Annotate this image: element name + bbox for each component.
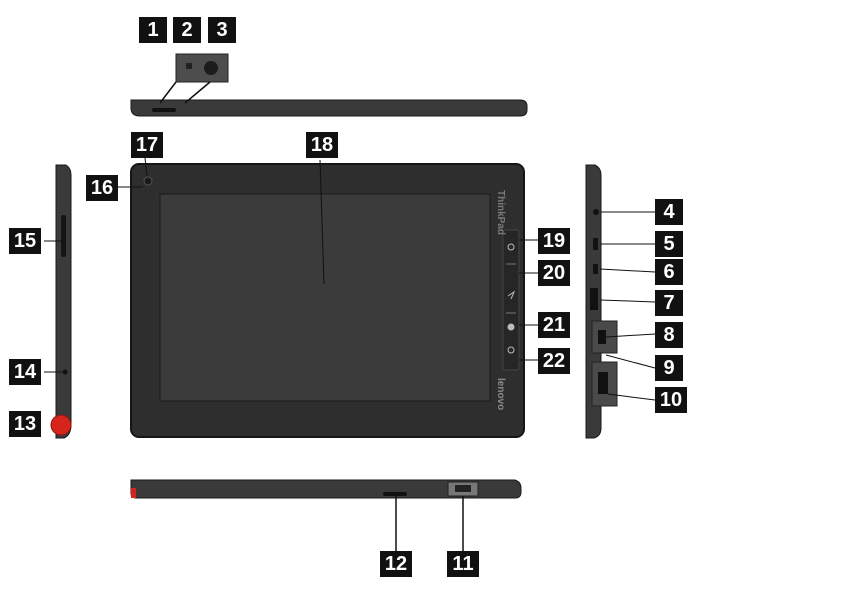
callout-15: 15 xyxy=(9,228,41,254)
callout-2: 2 xyxy=(173,17,201,43)
callout-4: 4 xyxy=(655,199,683,225)
callout-6: 6 xyxy=(655,259,683,285)
audio-jack-icon xyxy=(593,209,599,215)
rotation-lock-icon[interactable] xyxy=(507,243,515,251)
top-edge-body xyxy=(130,99,528,117)
home-icon[interactable] xyxy=(507,323,515,331)
callout-5: 5 xyxy=(655,231,683,257)
volume-rocker[interactable] xyxy=(61,215,66,257)
mini-hdmi-port xyxy=(593,238,598,250)
front-view xyxy=(118,159,525,438)
callout-19: 19 xyxy=(538,228,570,254)
callout-1: 1 xyxy=(139,17,167,43)
callout-22: 22 xyxy=(538,348,570,374)
right-side-view xyxy=(585,164,656,439)
callout-12: 12 xyxy=(380,551,412,577)
callout-13: 13 xyxy=(9,411,41,437)
callout-10: 10 xyxy=(655,387,687,413)
callout-7: 7 xyxy=(655,290,683,316)
left-side-view xyxy=(50,164,72,439)
callout-8: 8 xyxy=(655,322,683,348)
camera-inset xyxy=(175,53,229,83)
browser-icon[interactable] xyxy=(507,346,515,354)
card-slot xyxy=(590,288,598,310)
touchscreen[interactable] xyxy=(159,193,491,402)
micro-usb-port xyxy=(593,264,598,274)
callout-20: 20 xyxy=(538,260,570,286)
rear-camera-icon xyxy=(204,61,218,75)
back-icon[interactable] xyxy=(507,290,516,300)
front-camera-icon xyxy=(143,176,153,186)
callout-9: 9 xyxy=(655,355,683,381)
reset-hole xyxy=(62,369,68,375)
pen-tip-icon[interactable] xyxy=(50,414,72,436)
power-button-top xyxy=(152,108,176,112)
speaker-slot xyxy=(383,492,407,496)
callout-3: 3 xyxy=(208,17,236,43)
lenovo-logo: lenovo xyxy=(495,378,506,411)
thinkpad-logo: ThinkPad xyxy=(495,190,506,236)
bottom-view xyxy=(130,479,522,553)
callout-16: 16 xyxy=(86,175,118,201)
callout-14: 14 xyxy=(9,359,41,385)
callout-17: 17 xyxy=(131,132,163,158)
callout-21: 21 xyxy=(538,312,570,338)
callout-18: 18 xyxy=(306,132,338,158)
button-panel xyxy=(502,229,520,371)
light-sensor-icon xyxy=(186,63,192,69)
top-view xyxy=(130,53,528,117)
left-edge-body xyxy=(55,164,72,439)
callout-11: 11 xyxy=(447,551,479,577)
